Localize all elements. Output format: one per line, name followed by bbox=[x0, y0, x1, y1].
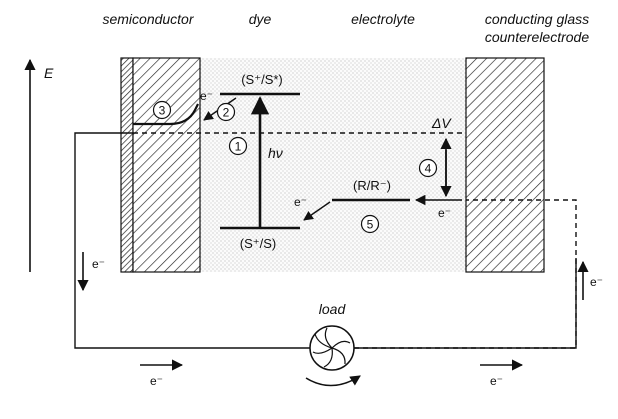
counterelectrode-electron-label: e⁻ bbox=[438, 206, 451, 220]
step-3-marker bbox=[152, 100, 172, 120]
delta-v-label: ΔV bbox=[431, 115, 452, 131]
circuit-up-electron-label: e⁻ bbox=[590, 275, 603, 289]
step-2-marker bbox=[216, 102, 236, 122]
injection-electron-label: e⁻ bbox=[200, 89, 213, 103]
step-1-marker bbox=[228, 136, 248, 156]
step-4-marker bbox=[418, 158, 438, 178]
header-electrolyte: electrolyte bbox=[351, 11, 415, 27]
circuit-bottom-left-electron-label: e⁻ bbox=[150, 374, 163, 388]
step-1-number: 1 bbox=[235, 140, 242, 154]
dye-regeneration-arrow bbox=[303, 201, 331, 221]
header-conducting-glass: conducting glass bbox=[485, 11, 589, 27]
circuit-wire-right bbox=[354, 258, 577, 349]
step-2-number: 2 bbox=[223, 106, 230, 120]
regeneration-electron-label: e⁻ bbox=[294, 195, 307, 209]
step-5-marker bbox=[360, 214, 380, 234]
load-label: load bbox=[319, 301, 347, 317]
circuit-down-electron-label: e⁻ bbox=[92, 257, 105, 271]
excited-state-label: (S⁺/S*) bbox=[241, 72, 283, 87]
semiconductor-substrate bbox=[120, 57, 134, 273]
ground-state-label: (S⁺/S) bbox=[240, 236, 276, 251]
load-rotation-arrow bbox=[305, 375, 361, 387]
counterelectrode bbox=[465, 57, 545, 273]
circuit-wire-left bbox=[74, 132, 311, 349]
photon-label: hν bbox=[268, 145, 283, 161]
circuit-bottom-right-electron-label: e⁻ bbox=[490, 374, 503, 388]
step-5-number: 5 bbox=[367, 218, 374, 232]
step-3-number: 3 bbox=[159, 104, 166, 118]
conduction-band-edge bbox=[133, 103, 199, 126]
semiconductor-layer bbox=[132, 57, 201, 273]
header-dye: dye bbox=[249, 11, 272, 27]
step-4-number: 4 bbox=[425, 162, 432, 176]
load-fan-icon bbox=[309, 325, 355, 371]
energy-axis-label: E bbox=[44, 65, 54, 81]
header-semiconductor: semiconductor bbox=[102, 11, 194, 27]
redox-label: (R/R⁻) bbox=[353, 178, 391, 193]
header-counterelectrode: counterelectrode bbox=[485, 29, 590, 45]
